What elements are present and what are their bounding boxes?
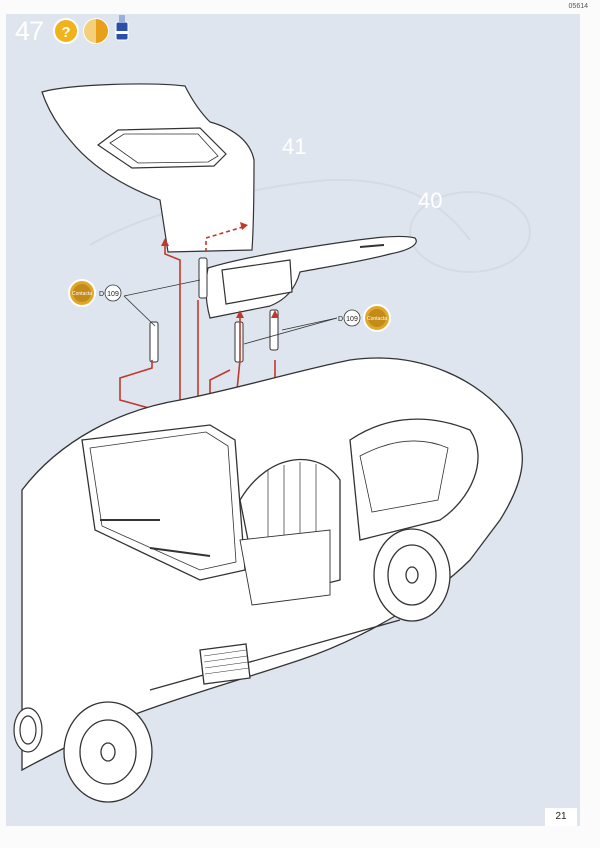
paint-half-icon <box>83 18 109 44</box>
callout-prefix-right: D <box>338 316 343 323</box>
callout-number-right: 109 <box>346 316 358 323</box>
car-body <box>21 357 523 772</box>
callout-number-left: 109 <box>107 291 119 298</box>
callout-prefix-left: D <box>99 291 104 298</box>
badge-text-left: Contacta <box>72 291 92 297</box>
front-wheel <box>63 701 153 803</box>
headlight <box>13 707 43 753</box>
callout-right: D 109 Contacta <box>338 304 391 332</box>
rear-wheel <box>373 528 451 622</box>
gas-struts <box>149 257 279 363</box>
leader-lines <box>123 279 338 345</box>
page-number: 21 <box>545 808 577 826</box>
door-part-41 <box>41 83 255 253</box>
callout-left: Contacta D 109 <box>68 279 122 307</box>
badge-text-right: Contacta <box>367 316 387 322</box>
kit-code: 05614 <box>568 3 588 10</box>
door-part-40 <box>205 235 417 319</box>
svg-text:?: ? <box>61 24 70 41</box>
part-label-41: 41 <box>282 134 306 159</box>
glue-bottle-icon <box>115 15 129 41</box>
question-icon: ? <box>53 18 79 44</box>
ghost-car <box>89 178 531 273</box>
part-label-40: 40 <box>418 188 442 213</box>
step-number: 47 <box>15 16 44 46</box>
